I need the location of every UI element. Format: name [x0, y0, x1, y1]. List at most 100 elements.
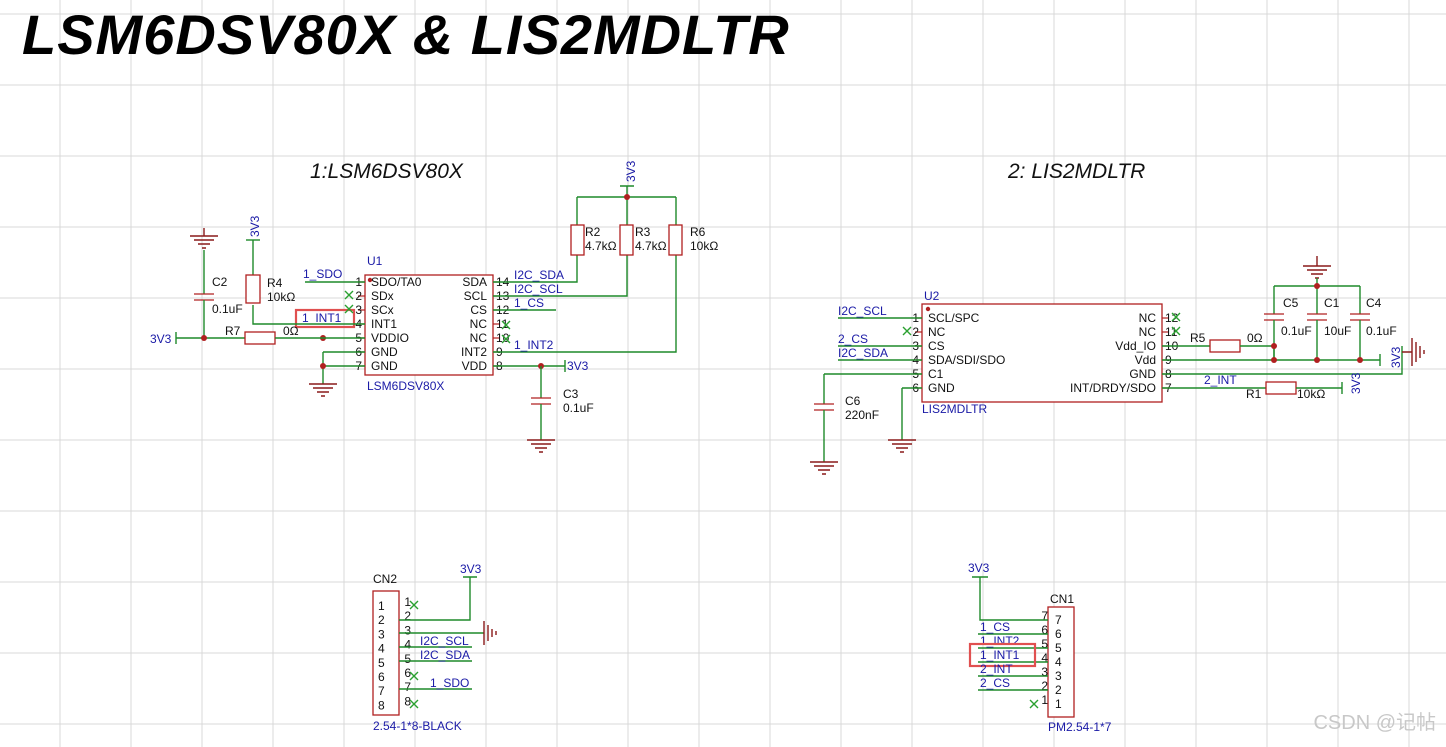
nc-mark-u1-sdx: [344, 290, 354, 300]
net-2-cs-u2: 2_CS: [838, 332, 868, 346]
u2-pin-name-5: C1: [928, 367, 944, 381]
cn2-pin-num-6: 6: [404, 666, 411, 680]
c3-capacitor[interactable]: [531, 397, 551, 405]
net-i2c-sda-cn2: I2C_SDA: [420, 648, 470, 662]
nc-mark-u2-2: [902, 326, 912, 336]
junction-c4: [1357, 357, 1363, 363]
r4-resistor[interactable]: [245, 274, 261, 304]
u2-pin1-marker: [925, 306, 931, 312]
u1-pin-name-1: SDO/TA0: [371, 275, 422, 289]
net-1-int2-u1: 1_INT2: [514, 338, 554, 352]
r2-resistor[interactable]: [570, 224, 585, 256]
u2-pin-name-7: INT/DRDY/SDO: [1070, 381, 1156, 395]
net-i2c-sda-u1: I2C_SDA: [514, 268, 564, 282]
r7-ref: R7: [225, 324, 241, 338]
net-1-cs-cn1: 1_CS: [980, 620, 1010, 634]
u2-pin-name-3: CS: [928, 339, 945, 353]
c5-c1-c4-capacitors[interactable]: [1264, 313, 1370, 321]
cn2-pin-label-5: 5: [378, 656, 385, 670]
junction-c1: [1314, 357, 1320, 363]
section-title-u2: 2: LIS2MDLTR: [1007, 160, 1145, 183]
r6-resistor[interactable]: [668, 224, 683, 256]
cn2-pin-label-8: 8: [378, 698, 385, 712]
wire-sda: [493, 255, 578, 283]
c2-ref: C2: [212, 275, 228, 289]
cn2-pin-num-7: 7: [404, 680, 411, 694]
cn2-pin-num-3: 3: [404, 623, 411, 637]
c6-capacitor[interactable]: [814, 403, 834, 411]
r1-val: 10kΩ: [1297, 387, 1325, 401]
cn1-pin-label-4: 4: [1055, 655, 1062, 669]
wire-caps-vdd: [1273, 320, 1361, 360]
r5-resistor[interactable]: [1209, 339, 1241, 353]
nc-mark-cn2-1: [409, 600, 419, 610]
u2-pin-num-2: 2: [912, 325, 919, 339]
cn2-pin-label-6: 6: [378, 670, 385, 684]
cn1-body[interactable]: [1047, 606, 1075, 718]
junction-caps-gnd: [1314, 283, 1320, 289]
cn2-part: 2.54-1*8-BLACK: [373, 719, 462, 733]
wire-pullup-bus: [576, 185, 677, 225]
cn2-pin-num-1: 1: [404, 595, 411, 609]
r7-resistor[interactable]: [244, 331, 276, 345]
c3-val: 0.1uF: [563, 401, 594, 415]
pwr-3v3-cn1: 3V3: [968, 561, 990, 575]
gnd-symbol-caps: [1303, 256, 1331, 279]
c2-val: 0.1uF: [212, 302, 243, 316]
gnd-symbol-cn2: [483, 621, 497, 645]
c4-val: 0.1uF: [1366, 324, 1397, 338]
u2-pin-name-10: Vdd_IO: [1115, 339, 1156, 353]
net-2-int-cn1: 2_INT: [980, 662, 1013, 676]
pwr-3v3-vdd: 3V3: [567, 359, 589, 373]
cn2-pin-label-2: 2: [378, 613, 385, 627]
cn2-pin-num-4: 4: [404, 638, 411, 652]
c2-capacitor[interactable]: [194, 293, 214, 301]
u1-body[interactable]: [364, 274, 494, 376]
u1-pin-name-7: GND: [371, 359, 398, 373]
pwr-3v3-pullup: 3V3: [624, 160, 638, 182]
r3-resistor[interactable]: [619, 224, 634, 256]
u1-pin-name-10: NC: [470, 331, 488, 345]
nc-mark-u1-11: [501, 320, 511, 330]
r4-val: 10kΩ: [267, 290, 295, 304]
cn1-pin-label-7: 7: [1055, 613, 1062, 627]
u1-pin-name-11: NC: [470, 317, 488, 331]
r2-ref: R2: [585, 225, 601, 239]
wire-u2-gnd-right: [1162, 346, 1403, 375]
u1-pin-num-2: 2: [355, 289, 362, 303]
c1-ref: C1: [1324, 296, 1340, 310]
pwr-3v3-cn2: 3V3: [460, 562, 482, 576]
u1-pin-name-13: SCL: [464, 289, 488, 303]
u2-body[interactable]: [921, 303, 1163, 403]
r2-val: 4.7kΩ: [585, 239, 617, 253]
u1-part: LSM6DSV80X: [367, 379, 444, 393]
gnd-symbol-c3: [527, 439, 555, 453]
u1-pin-name-3: SCx: [371, 303, 394, 317]
u1-pin-name-14: SDA: [462, 275, 487, 289]
cn2-pin-num-5: 5: [404, 652, 411, 666]
cn1-pin-label-6: 6: [1055, 627, 1062, 641]
cn2-pin-label-4: 4: [378, 642, 385, 656]
u1-pin-name-8: VDD: [462, 359, 488, 373]
cn1-pin-num-4: 4: [1041, 651, 1048, 665]
nc-mark-u1-scx: [344, 304, 354, 314]
pwr-3v3-r1: 3V3: [1349, 372, 1363, 394]
highlight-1-int1-cn1: [968, 642, 1037, 668]
wire-int2-r6: [493, 255, 677, 353]
u2-pin-name-6: GND: [928, 381, 955, 395]
c6-val: 220nF: [845, 408, 879, 422]
wire-r4-int1: [252, 305, 365, 325]
u2-pin-name-12: NC: [1139, 311, 1157, 325]
cn2-pin-num-2: 2: [404, 609, 411, 623]
cn2-body[interactable]: [372, 590, 400, 716]
r1-resistor[interactable]: [1265, 381, 1297, 395]
net-1-int1-cn1: 1_INT1: [980, 648, 1020, 662]
cn1-pin-label-1: 1: [1055, 697, 1062, 711]
cn1-pin-label-2: 2: [1055, 683, 1062, 697]
nc-mark-cn2-8: [409, 699, 419, 709]
pwr-3v3-r4: 3V3: [248, 215, 262, 237]
r3-val: 4.7kΩ: [635, 239, 667, 253]
highlight-1-int1-u1: [294, 308, 356, 329]
u2-pin-name-4: SDA/SDI/SDO: [928, 353, 1005, 367]
wire-u2-gnd: [901, 387, 922, 440]
